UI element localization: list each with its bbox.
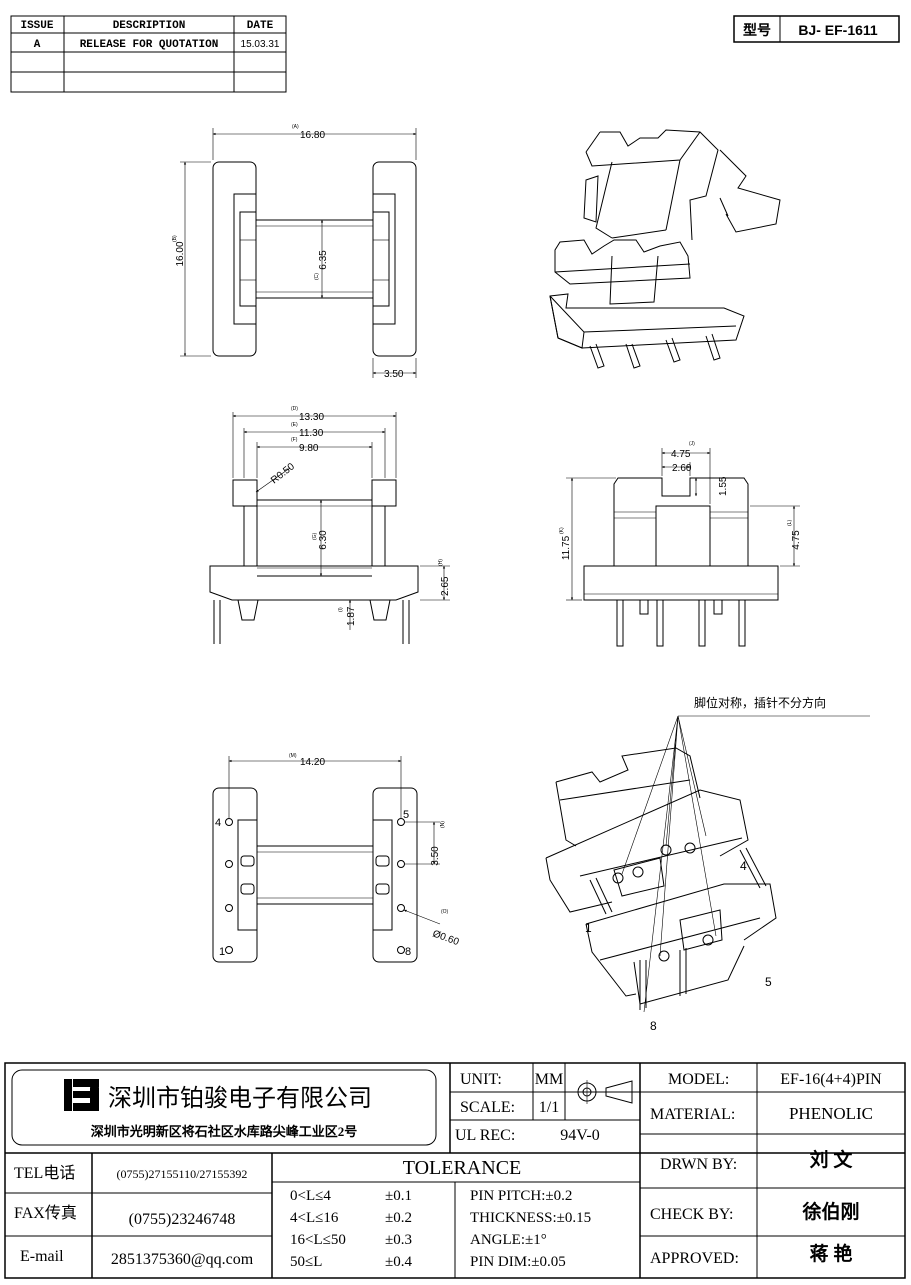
projection-symbol-icon xyxy=(574,1080,633,1104)
drawn-value: 刘 文 xyxy=(810,1148,854,1171)
dim-g-tag: (G) xyxy=(312,532,318,540)
dim-f-value: 9.80 xyxy=(299,443,319,454)
iso-pin-4: 4 xyxy=(740,859,747,873)
model-label: MODEL: xyxy=(668,1071,729,1088)
iso-view-bottom xyxy=(545,715,870,1013)
drawn-label: DRWN BY: xyxy=(660,1156,737,1173)
pin-label-8: 8 xyxy=(405,946,411,958)
dim-o-value: Ø0.60 xyxy=(431,928,461,948)
tol-range-4: 50≤L xyxy=(290,1254,322,1270)
top-view xyxy=(180,128,417,378)
dim-d-value: 13.30 xyxy=(299,412,324,423)
tol-range-3: 16<L≤50 xyxy=(290,1232,346,1248)
dim-k-tag: (K) xyxy=(559,527,565,534)
ul-label: UL REC: xyxy=(455,1127,515,1144)
model-box: 型号 BJ- EF-1611 xyxy=(733,15,900,43)
iso-view-top xyxy=(549,129,781,369)
tol-note-angle: ANGLE:±1° xyxy=(470,1232,547,1248)
tol-value-1: ±0.1 xyxy=(385,1188,412,1204)
dim-n-tag: (N) xyxy=(440,821,446,828)
dim-n-value: 3.50 xyxy=(430,846,441,866)
dim-k-value: 11.75 xyxy=(561,535,572,560)
tol-note-pitch: PIN PITCH:±0.2 xyxy=(470,1188,572,1204)
model-box-label: 型号 xyxy=(743,22,771,39)
dim-g-value: 6.30 xyxy=(318,530,329,550)
dim-e-value: 11.30 xyxy=(299,428,324,439)
tol-range-2: 4<L≤16 xyxy=(290,1210,339,1226)
approved-label: APPROVED: xyxy=(650,1250,739,1267)
iso-pin-8: 8 xyxy=(650,1019,657,1033)
iso-pin-5: 5 xyxy=(765,975,772,989)
dim-j-tag: (J) xyxy=(689,441,695,447)
bottom-view xyxy=(212,756,441,963)
approved-value: 蒋 艳 xyxy=(810,1242,853,1265)
model-box-value: BJ- EF-1611 xyxy=(798,22,878,38)
unit-value: MM xyxy=(535,1071,563,1088)
dim-i-tag: (I) xyxy=(338,607,344,612)
tol-note-pindim: PIN DIM:±0.05 xyxy=(470,1254,566,1270)
dim-e-tag: (E) xyxy=(291,422,298,428)
dim-h-value: 2.65 xyxy=(440,576,451,596)
material-value: PHENOLIC xyxy=(789,1104,873,1123)
fax-value: (0755)23246748 xyxy=(129,1211,236,1228)
model-value: EF-16(4+4)PIN xyxy=(780,1071,882,1088)
dim-slot-value: 2.60 xyxy=(672,463,692,474)
check-label: CHECK BY: xyxy=(650,1206,733,1223)
dim-c-value: 6.35 xyxy=(318,250,329,270)
dim-i-value: 1.87 xyxy=(346,606,357,626)
pin-label-4: 4 xyxy=(215,817,221,829)
dim-b-tag: (B) xyxy=(172,235,178,242)
front-view xyxy=(209,412,450,644)
dim-o-tag: (O) xyxy=(441,909,449,915)
dim-c-tag: (C) xyxy=(314,273,320,280)
rev-header-issue: ISSUE xyxy=(20,20,53,32)
company-address: 深圳市光明新区将石社区水库路尖峰工业区2号 xyxy=(91,1124,358,1139)
dim-m-tag: (M) xyxy=(289,753,297,759)
dim-l-value: 4.75 xyxy=(791,530,802,550)
dim-d-tag: (D) xyxy=(291,406,298,412)
dim-l-tag: (L) xyxy=(787,520,793,526)
side-view xyxy=(566,448,800,647)
tel-value: (0755)27155110/27155392 xyxy=(117,1167,248,1181)
tol-value-2: ±0.2 xyxy=(385,1210,412,1226)
company-logo xyxy=(64,1079,99,1111)
scale-value: 1/1 xyxy=(539,1099,559,1116)
tol-note-thickness: THICKNESS:±0.15 xyxy=(470,1210,591,1226)
radius-value: R0.50 xyxy=(269,461,297,486)
material-label: MATERIAL: xyxy=(650,1106,735,1123)
ul-value: 94V-0 xyxy=(560,1127,599,1144)
tolerance-title: TOLERANCE xyxy=(403,1157,522,1179)
scale-label: SCALE: xyxy=(460,1099,515,1116)
rev-date-cell: 15.03.31 xyxy=(241,39,280,50)
tel-label: TEL电话 xyxy=(14,1164,75,1182)
iso-pin-1: 1 xyxy=(585,921,592,935)
rev-description-cell: RELEASE FOR QUOTATION xyxy=(80,39,219,51)
email-label: E-mail xyxy=(20,1248,64,1265)
pin-label-5: 5 xyxy=(403,809,409,821)
tol-range-1: 0<L≤4 xyxy=(290,1188,331,1204)
dim-m-value: 14.20 xyxy=(300,757,325,768)
dim-a-tag: (A) xyxy=(292,124,299,130)
dim-j-value: 4.75 xyxy=(671,449,691,460)
email-value: 2851375360@qq.com xyxy=(111,1251,254,1268)
dim-a-value: 16.80 xyxy=(300,130,325,141)
unit-label: UNIT: xyxy=(460,1071,502,1088)
company-name: 深圳市铂骏电子有限公司 xyxy=(108,1085,372,1112)
pin-label-1: 1 xyxy=(219,946,225,958)
fax-label: FAX传真 xyxy=(14,1204,77,1222)
iso-note: 脚位对称，插针不分方向 xyxy=(694,695,826,710)
check-value: 徐伯刚 xyxy=(801,1200,859,1223)
dim-depth-value: 1.55 xyxy=(718,476,729,496)
dim-h-tag: (H) xyxy=(438,559,444,566)
tol-value-3: ±0.3 xyxy=(385,1232,412,1248)
tol-value-4: ±0.4 xyxy=(385,1254,412,1270)
dim-f-tag: (F) xyxy=(291,437,298,443)
rev-header-date: DATE xyxy=(247,20,274,32)
rev-header-description: DESCRIPTION xyxy=(113,20,186,32)
revision-table xyxy=(10,15,287,93)
dim-b-value: 16.00 xyxy=(175,241,186,266)
rev-issue-cell: A xyxy=(34,39,41,51)
dim-flange-value: 3.50 xyxy=(384,369,404,380)
